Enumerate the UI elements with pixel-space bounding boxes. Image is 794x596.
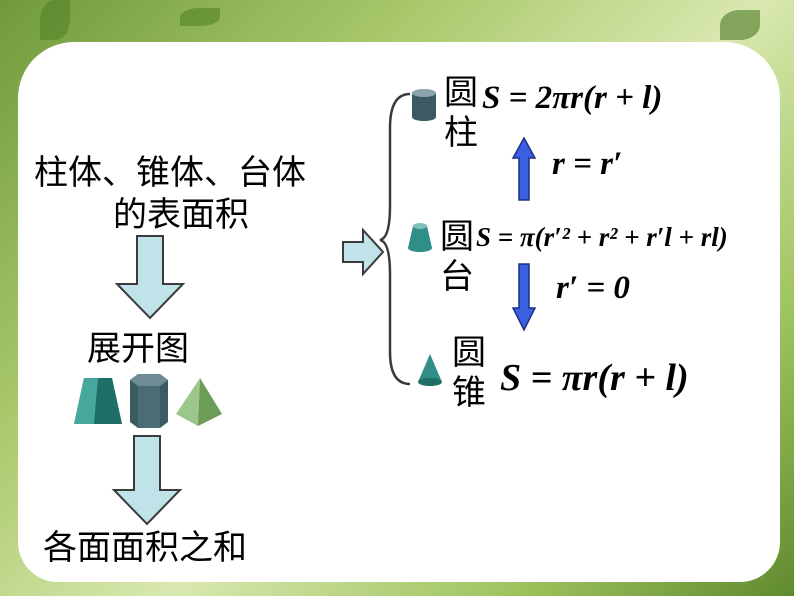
cylinder-char-2: 柱 [444,113,478,153]
frustum-char-2: 台 [440,257,474,297]
background-leaf [40,0,70,40]
topic-line-1: 柱体、锥体、台体 [34,153,306,193]
relation-r-equals-rprime: r = r′ [552,146,623,182]
cone-icon [418,354,442,386]
background-leaf [720,10,760,40]
cylinder-char-1: 圆 [444,73,478,113]
background-leaf [180,8,220,26]
cone-char-1: 圆 [452,333,486,373]
cone-char-2: 锥 [452,373,486,413]
sum-of-face-areas: 各面面积之和 [43,528,247,568]
left-brace [379,92,411,386]
up-arrow-icon [511,136,537,201]
cylinder-formula: S = 2πr(r + l) [482,80,663,116]
topic-line-2: 的表面积 [113,195,249,235]
frustum-formula: S = π(r′² + r² + r′l + rl) [476,222,728,252]
frustum-icon [408,223,432,252]
pyramid-icon [176,378,222,426]
down-arrow-icon [114,235,186,320]
unfolded-net-label: 展开图 [87,329,189,369]
right-arrow-icon [342,227,385,277]
prism-frustum-icon [74,378,122,424]
frustum-char-1: 圆 [440,217,474,257]
cylinder-icon [412,89,436,121]
down-arrow-icon [511,263,537,332]
relation-rprime-equals-zero: r′ = 0 [556,270,630,306]
hex-prism-icon [130,374,168,428]
cone-formula: S = πr(r + l) [500,357,689,399]
down-arrow-icon [111,435,183,526]
